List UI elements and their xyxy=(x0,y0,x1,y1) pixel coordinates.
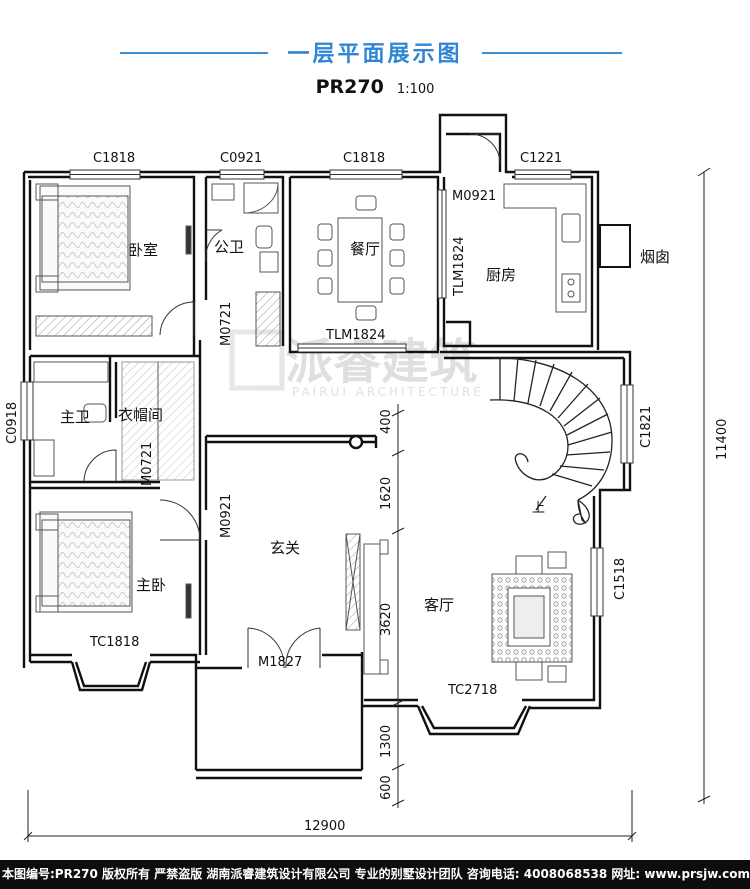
watermark-subtext: PAIRUI ARCHITECTURE xyxy=(292,385,484,399)
room-public-bath: 公卫 xyxy=(214,238,244,256)
watermark-logo: 派睿建筑 PAIRUI ARCHITECTURE xyxy=(229,329,484,399)
title-rule-left xyxy=(120,52,268,54)
room-master-bedroom: 主卧 xyxy=(136,576,166,594)
stair-up-label: 上 xyxy=(532,501,545,516)
room-labels: 卧室 公卫 餐厅 厨房 烟囱 主卫 衣帽间 玄关 主卧 客厅 上 xyxy=(60,238,670,614)
tag-tlm1824-vertical: TLM1824 xyxy=(452,237,467,297)
room-kitchen: 厨房 xyxy=(486,266,516,284)
title-rule-right xyxy=(482,52,622,54)
plan-subtitle: PR270 1:100 xyxy=(0,76,750,98)
room-closet: 衣帽间 xyxy=(118,406,163,424)
footer-text: 本图编号:PR270 版权所有 严禁盗版 湖南派睿建筑设计有限公司 专业的别墅设… xyxy=(2,867,750,881)
tag-m1827: M1827 xyxy=(258,655,302,670)
tag-tc2718: TC2718 xyxy=(447,683,497,698)
spiral-staircase xyxy=(489,357,613,525)
dim-600: 600 xyxy=(379,775,394,800)
tag-m0921-kitchen: M0921 xyxy=(452,189,496,204)
page-title: 一层平面展示图 xyxy=(287,42,463,67)
dimension-labels: 400 1620 3620 1300 600 12900 11400 xyxy=(304,409,730,834)
tag-m0721-public-bath: M0721 xyxy=(219,302,234,346)
doors xyxy=(83,133,501,669)
tag-c1518: C1518 xyxy=(613,558,628,600)
tag-c0921: C0921 xyxy=(220,151,262,166)
dimension-lines xyxy=(23,167,711,842)
dim-total-width: 12900 xyxy=(304,819,345,834)
tag-c1818-dining: C1818 xyxy=(343,151,385,166)
furniture xyxy=(33,182,587,683)
tag-c1821: C1821 xyxy=(639,406,654,448)
dim-1620: 1620 xyxy=(379,477,394,510)
room-chimney: 烟囱 xyxy=(640,248,670,266)
dim-3620: 3620 xyxy=(379,603,394,636)
room-dining: 餐厅 xyxy=(350,240,380,258)
room-bedroom: 卧室 xyxy=(128,241,158,259)
copyright-footer: 本图编号:PR270 版权所有 严禁盗版 湖南派睿建筑设计有限公司 专业的别墅设… xyxy=(0,860,750,889)
tag-c1221: C1221 xyxy=(520,151,562,166)
dim-total-depth: 11400 xyxy=(715,419,730,460)
tag-c0918: C0918 xyxy=(5,402,20,444)
dim-1300: 1300 xyxy=(379,725,394,758)
room-master-bath: 主卫 xyxy=(60,408,90,426)
tag-tlm1824-horizontal: TLM1824 xyxy=(325,328,385,343)
tag-c1818-bedroom: C1818 xyxy=(93,151,135,166)
plan-code: PR270 xyxy=(315,76,384,98)
room-foyer: 玄关 xyxy=(270,539,300,557)
opening-labels: C1818 C0921 C1818 M0921 C1221 TLM1824 TL… xyxy=(5,151,654,698)
tag-m0721-closet: M0721 xyxy=(140,442,155,486)
tag-tc1818: TC1818 xyxy=(89,635,139,650)
tag-m0921-foyer: M0921 xyxy=(219,494,234,538)
dim-400: 400 xyxy=(379,409,394,434)
plan-scale: 1:100 xyxy=(396,82,435,97)
room-living: 客厅 xyxy=(424,596,454,614)
floor-plan-drawing: 派睿建筑 PAIRUI ARCHITECTURE xyxy=(5,113,730,842)
windows xyxy=(20,169,634,617)
